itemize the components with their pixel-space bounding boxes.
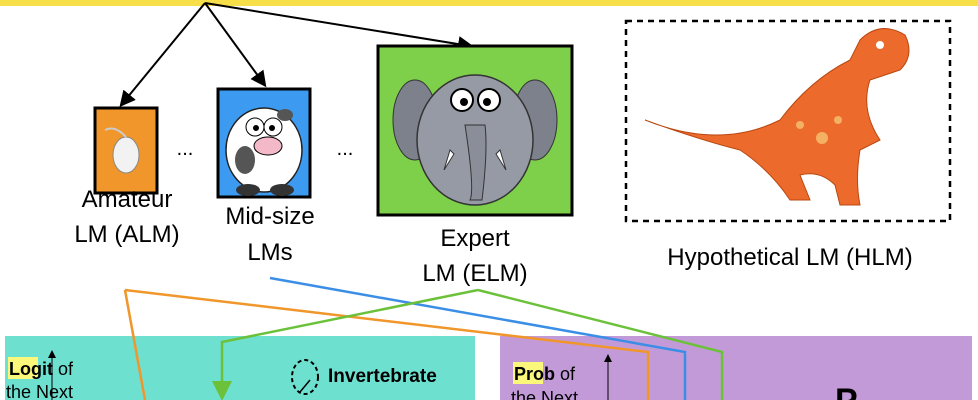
amateur-label-2: LM (ALM) <box>74 221 179 248</box>
expert-elephant-icon <box>376 44 574 217</box>
expert-label-2: LM (ELM) <box>422 260 527 287</box>
branch-arrows <box>119 2 474 108</box>
top-bar <box>0 0 978 6</box>
midsize-label-2: LMs <box>247 239 292 266</box>
amateur-label: Amateur <box>82 186 173 213</box>
midsize-cow-icon <box>216 87 312 199</box>
amateur-mouse-icon <box>93 106 159 195</box>
token-invertebrate: Invertebrate <box>328 366 437 387</box>
logit-axis-label: Logit of <box>9 359 74 379</box>
prob-axis-label: Prob of <box>514 364 576 384</box>
logit-axis-label-2: the Next <box>6 382 73 400</box>
hypothetical-label: Hypothetical LM (HLM) <box>667 244 912 271</box>
prob-axis-label-2: the Next <box>511 388 578 400</box>
expert-label: Expert <box>440 225 510 252</box>
midsize-label: Mid-size <box>225 203 314 230</box>
prob-panel <box>500 336 972 400</box>
ellipsis: ... <box>177 138 194 160</box>
token-dashed-circle <box>291 359 319 395</box>
ellipsis: ... <box>337 138 354 160</box>
prob-big-letter: P <box>835 382 858 400</box>
hypothetical-dinosaur-icon <box>624 19 952 223</box>
logit-panel <box>5 336 475 400</box>
